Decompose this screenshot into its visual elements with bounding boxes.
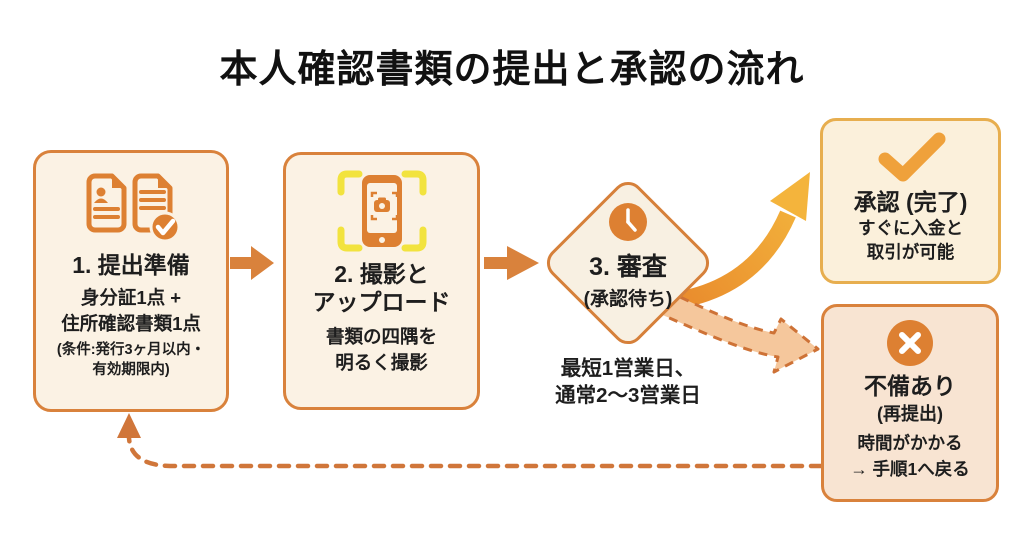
step2-line2: 明るく撮影 xyxy=(335,351,428,373)
step3-content: 3. 審査 (承認待ち) xyxy=(528,202,728,311)
step3-title: 3. 審査 xyxy=(589,253,667,281)
rejected-line2: → 手順1へ戻る xyxy=(850,458,970,479)
rejected-title: 不備あり xyxy=(864,373,956,399)
step1-title: 1. 提出準備 xyxy=(72,252,190,278)
phone-capture-icon xyxy=(286,166,477,256)
arrow-step2-to-step3-icon xyxy=(484,246,539,280)
step1-box: 1. 提出準備 身分証1点 + 住所確認書類1点 (条件:発行3ヶ月以内・ 有効… xyxy=(33,150,229,412)
step3-subtitle: (承認待ち) xyxy=(583,289,673,310)
approved-box: 承認 (完了) すぐに入金と 取引が可能 xyxy=(820,118,1001,284)
approved-title: 承認 (完了) xyxy=(853,189,968,215)
page-title: 本人確認書類の提出と承認の流れ xyxy=(219,49,805,91)
rejected-box: 不備あり (再提出) 時間がかかる → 手順1へ戻る xyxy=(821,304,999,502)
step2-title-line2: アップロード xyxy=(312,289,451,316)
approved-line1: すぐに入金と xyxy=(858,218,963,239)
arrow-step1-to-step2-icon xyxy=(230,246,274,280)
step1-note2: 有効期限内) xyxy=(92,361,170,378)
arrow-to-rejected-icon xyxy=(654,288,820,374)
approved-line2: 取引が可能 xyxy=(866,242,955,263)
step1-note1: (条件:発行3ヶ月以内・ xyxy=(56,342,206,359)
arrow-return-to-step1-icon xyxy=(117,413,824,469)
rejected-subtitle: (再提出) xyxy=(877,404,943,425)
step2-title-line1: 2. 撮影と xyxy=(334,261,429,287)
step1-line2: 住所確認書類1点 xyxy=(61,312,201,334)
x-circle-icon xyxy=(824,318,996,368)
step2-box: 2. 撮影と アップロード 書類の四隅を 明るく撮影 xyxy=(283,152,480,410)
step3-caption: 最短1営業日、 通常2〜3営業日 xyxy=(508,356,748,409)
rejected-line1: 時間がかかる xyxy=(857,433,963,454)
check-icon xyxy=(823,132,998,182)
step1-line1: 身分証1点 + xyxy=(80,287,182,309)
step2-line1: 書類の四隅を xyxy=(325,326,437,348)
step3-caption-line1: 最短1営業日、 xyxy=(560,357,696,380)
clock-icon xyxy=(528,202,728,242)
step3-caption-line2: 通常2〜3営業日 xyxy=(555,383,701,407)
documents-check-icon xyxy=(36,170,226,244)
